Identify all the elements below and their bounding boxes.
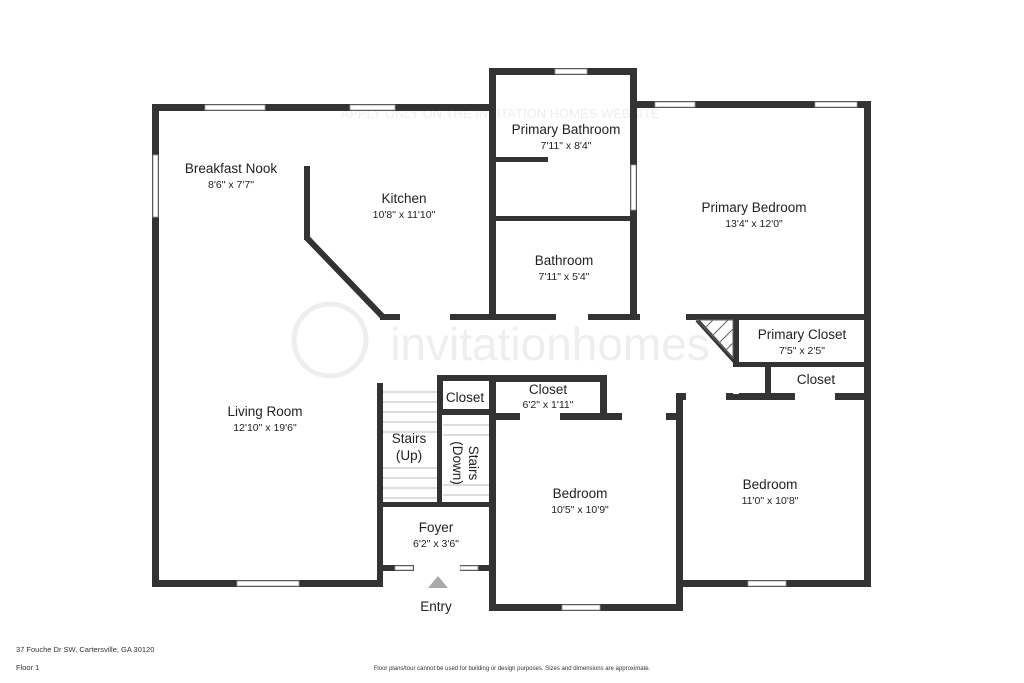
- watermark-logo-icon: [291, 301, 369, 379]
- room-labels: Breakfast Nook 8'6" x 7'7" Kitchen 10'8"…: [185, 122, 847, 614]
- stairs-up-line2: (Up): [396, 448, 422, 463]
- primary-bedroom-dim: 13'4" x 12'0": [725, 218, 783, 230]
- breakfast-nook-name: Breakfast Nook: [185, 161, 278, 176]
- watermark-brand: invitationhomes: [390, 318, 710, 370]
- bedroom-mid-name: Bedroom: [553, 486, 608, 501]
- watermark: invitationhomes APPLY ONLY ON THE INVITA…: [291, 106, 710, 379]
- living-room-dim: 12'10" x 19'6": [233, 422, 297, 434]
- bathroom-name: Bathroom: [535, 253, 594, 268]
- stairs-down-line1: Stairs: [466, 446, 481, 481]
- bathroom-dim: 7'11" x 5'4": [539, 271, 590, 283]
- entry-arrow-icon: [428, 576, 448, 588]
- closet-mid-name: Closet: [529, 382, 568, 397]
- primary-bathroom-name: Primary Bathroom: [512, 122, 621, 137]
- bedroom-mid-dim: 10'5" x 10'9": [551, 504, 609, 516]
- stairs-down-line2: (Down): [450, 441, 465, 485]
- bedroom-right-dim: 11'0" x 10'8": [742, 495, 799, 507]
- footer-disclaimer: Floor plans/tour cannot be used for buil…: [373, 666, 651, 672]
- breakfast-nook-dim: 8'6" x 7'7": [208, 179, 254, 191]
- door-openings: [414, 314, 835, 571]
- closet-right-name: Closet: [797, 372, 836, 387]
- closet-mid-dim: 6'2" x 1'11": [523, 399, 574, 411]
- primary-closet-dim: 7'5" x 2'5": [779, 345, 825, 357]
- living-room-name: Living Room: [227, 404, 302, 419]
- stairs-treads: [383, 319, 734, 499]
- bedroom-right-name: Bedroom: [743, 477, 798, 492]
- primary-bedroom-name: Primary Bedroom: [701, 200, 806, 215]
- kitchen-name: Kitchen: [381, 191, 426, 206]
- stairs-down-label: Stairs (Down): [450, 441, 481, 485]
- windows: [152, 68, 858, 611]
- footer-floor: Floor 1: [16, 663, 40, 672]
- footer-address: 37 Fouche Dr SW, Cartersville, GA 30120: [16, 645, 155, 654]
- stairs-up-line1: Stairs: [392, 431, 427, 446]
- closet-small-name: Closet: [446, 390, 485, 405]
- entry-label: Entry: [420, 599, 452, 614]
- foyer-name: Foyer: [419, 520, 454, 535]
- kitchen-dim: 10'8" x 11'10": [373, 209, 436, 221]
- primary-bathroom-dim: 7'11" x 8'4": [541, 140, 592, 152]
- foyer-dim: 6'2" x 3'6": [413, 538, 459, 550]
- primary-closet-name: Primary Closet: [758, 327, 847, 342]
